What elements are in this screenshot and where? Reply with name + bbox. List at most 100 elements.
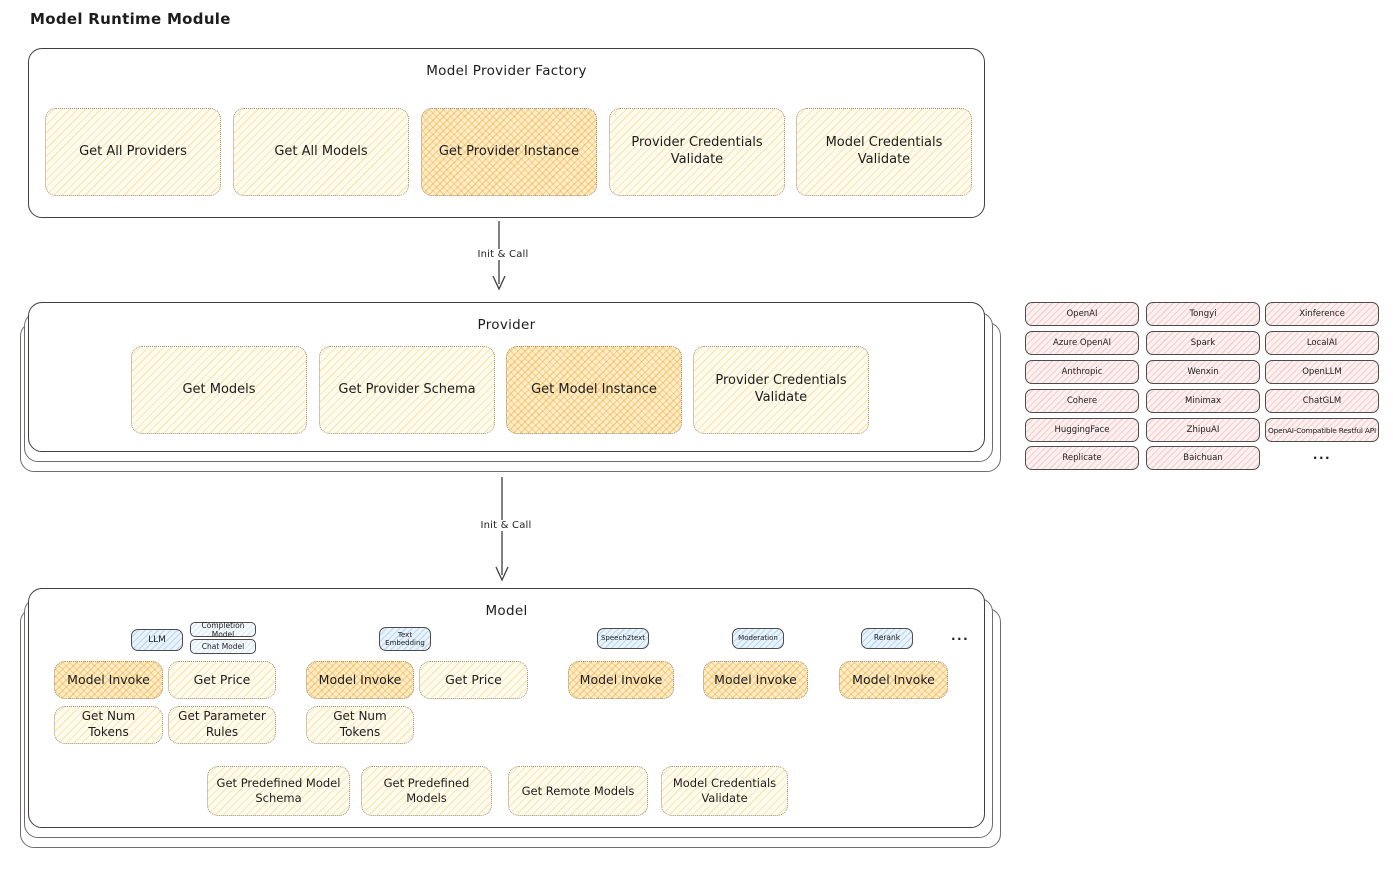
get-provider-instance-box: Get Provider Instance bbox=[421, 108, 597, 196]
model-provider-factory-title: Model Provider Factory bbox=[426, 63, 587, 79]
get-all-providers-box: Get All Providers bbox=[45, 108, 221, 196]
llm-get-parameter-rules-box: Get Parameter Rules bbox=[168, 706, 276, 744]
provider-chip-openllm: OpenLLM bbox=[1265, 360, 1379, 384]
get-provider-instance-label: Get Provider Instance bbox=[438, 143, 580, 159]
provider-chip-anthropic-label: Anthropic bbox=[1061, 367, 1103, 377]
provider-credentials-validate-box-2: Provider Credentials Validate bbox=[693, 346, 869, 434]
get-remote-models-box: Get Remote Models bbox=[508, 766, 648, 816]
provider-chip-localai-label: LocalAI bbox=[1306, 338, 1338, 348]
text-embedding-type-chip: Text Embedding bbox=[379, 627, 431, 651]
provider-chip-xinference: Xinference bbox=[1265, 302, 1379, 326]
get-all-models-label: Get All Models bbox=[274, 143, 368, 159]
llm-get-price-box: Get Price bbox=[168, 661, 276, 699]
get-models-label: Get Models bbox=[182, 381, 256, 397]
provider-chip-cohere-label: Cohere bbox=[1066, 396, 1098, 406]
rerank-model-invoke-label: Model Invoke bbox=[852, 671, 935, 687]
llm-model-invoke-label: Model Invoke bbox=[67, 671, 150, 687]
llm-type-chip: LLM bbox=[131, 629, 183, 651]
llm-get-parameter-rules-label: Get Parameter Rules bbox=[178, 709, 266, 739]
text-embedding-type-label: Text Embedding bbox=[385, 630, 425, 647]
provider-chip-spark-label: Spark bbox=[1190, 338, 1216, 348]
provider-chip-baichuan-label: Baichuan bbox=[1183, 453, 1223, 463]
get-remote-models-label: Get Remote Models bbox=[521, 783, 635, 798]
embedding-model-invoke-label: Model Invoke bbox=[318, 671, 402, 687]
provider-chip-azure-openai-label: Azure OpenAI bbox=[1053, 338, 1111, 348]
provider-chip-xinference-label: Xinference bbox=[1299, 309, 1345, 319]
model-provider-factory-box: Model Provider Factory Get All Providers… bbox=[28, 48, 985, 218]
llm-type-label: LLM bbox=[148, 634, 166, 645]
speech2text-model-invoke-label: Model Invoke bbox=[579, 671, 663, 687]
embedding-model-invoke-box: Model Invoke bbox=[306, 661, 414, 699]
provider-chip-spark: Spark bbox=[1146, 331, 1260, 355]
embedding-get-num-tokens-label: Get Num Tokens bbox=[333, 709, 387, 739]
llm-get-num-tokens-label: Get Num Tokens bbox=[81, 709, 136, 739]
provider-chip-wenxin-label: Wenxin bbox=[1187, 367, 1219, 377]
provider-chip-minimax-label: Minimax bbox=[1185, 396, 1221, 406]
init-call-label-2: Init & Call bbox=[462, 520, 550, 531]
model-credentials-validate-label-2: Model Credentials Validate bbox=[672, 776, 777, 805]
chat-model-chip: Chat Model bbox=[190, 639, 256, 654]
get-predefined-model-schema-label: Get Predefined Model Schema bbox=[216, 776, 341, 805]
moderation-model-invoke-box: Model Invoke bbox=[703, 661, 808, 699]
completion-model-label: Completion Model bbox=[201, 620, 245, 639]
embedding-get-num-tokens-box: Get Num Tokens bbox=[306, 706, 414, 744]
provider-credentials-validate-label: Provider Credentials Validate bbox=[631, 135, 763, 167]
provider-chip-azure-openai: Azure OpenAI bbox=[1025, 331, 1139, 355]
speech2text-type-label: Speech2text bbox=[600, 634, 646, 643]
provider-chip-replicate-label: Replicate bbox=[1062, 453, 1102, 463]
provider-chip-zhipuai: ZhipuAI bbox=[1146, 418, 1260, 442]
chat-model-label: Chat Model bbox=[201, 642, 245, 651]
get-provider-schema-label: Get Provider Schema bbox=[338, 381, 476, 397]
init-call-label-1: Init & Call bbox=[459, 249, 547, 260]
get-models-box: Get Models bbox=[131, 346, 307, 434]
llm-model-invoke-box: Model Invoke bbox=[54, 661, 163, 699]
embedding-get-price-label: Get Price bbox=[445, 671, 502, 687]
model-credentials-validate-box-2: Model Credentials Validate bbox=[661, 766, 788, 816]
provider-chip-baichuan: Baichuan bbox=[1146, 446, 1260, 470]
get-provider-schema-box: Get Provider Schema bbox=[319, 346, 495, 434]
get-all-providers-label: Get All Providers bbox=[79, 143, 187, 159]
provider-chip-tongyi: Tongyi bbox=[1146, 302, 1260, 326]
provider-chip-anthropic: Anthropic bbox=[1025, 360, 1139, 384]
page-title: Model Runtime Module bbox=[30, 10, 231, 28]
model-box: Model LLM Completion Model Chat Model Te… bbox=[28, 588, 985, 828]
provider-chip-openai-label: OpenAI bbox=[1066, 309, 1098, 319]
get-model-instance-box: Get Model Instance bbox=[506, 346, 682, 434]
embedding-get-price-box: Get Price bbox=[419, 661, 528, 699]
model-credentials-validate-label: Model Credentials Validate bbox=[825, 135, 943, 167]
provider-chip-openai-compatible: OpenAI-Compatible Restful API bbox=[1265, 418, 1379, 442]
provider-chip-minimax: Minimax bbox=[1146, 389, 1260, 413]
rerank-type-chip: Rerank bbox=[861, 628, 913, 649]
provider-chip-replicate: Replicate bbox=[1025, 446, 1139, 470]
provider-chip-openllm-label: OpenLLM bbox=[1302, 367, 1342, 377]
provider-examples-ellipsis: ... bbox=[1312, 448, 1332, 462]
provider-title: Provider bbox=[477, 317, 536, 333]
speech2text-type-chip: Speech2text bbox=[597, 628, 649, 649]
provider-chip-wenxin: Wenxin bbox=[1146, 360, 1260, 384]
moderation-model-invoke-label: Model Invoke bbox=[714, 671, 797, 687]
completion-model-chip: Completion Model bbox=[190, 620, 256, 639]
model-credentials-validate-box: Model Credentials Validate bbox=[796, 108, 972, 196]
get-model-instance-label: Get Model Instance bbox=[531, 381, 657, 397]
provider-chip-openai-compatible-label: OpenAI-Compatible Restful API bbox=[1267, 425, 1376, 435]
provider-chip-chatglm-label: ChatGLM bbox=[1302, 396, 1342, 406]
speech2text-model-invoke-box: Model Invoke bbox=[568, 661, 674, 699]
provider-chip-huggingface: HuggingFace bbox=[1025, 418, 1139, 442]
provider-chip-chatglm: ChatGLM bbox=[1265, 389, 1379, 413]
provider-credentials-validate-label-2: Provider Credentials Validate bbox=[715, 373, 847, 405]
provider-chip-tongyi-label: Tongyi bbox=[1189, 309, 1217, 319]
provider-chip-zhipuai-label: ZhipuAI bbox=[1186, 425, 1220, 435]
get-predefined-model-schema-box: Get Predefined Model Schema bbox=[207, 766, 350, 816]
model-types-ellipsis: ... bbox=[951, 629, 970, 643]
llm-get-num-tokens-box: Get Num Tokens bbox=[54, 706, 163, 744]
llm-get-price-label: Get Price bbox=[193, 671, 251, 687]
rerank-type-label: Rerank bbox=[873, 633, 901, 643]
provider-chip-huggingface-label: HuggingFace bbox=[1054, 425, 1110, 435]
moderation-type-chip: Moderation bbox=[732, 628, 784, 649]
rerank-model-invoke-box: Model Invoke bbox=[839, 661, 948, 699]
provider-credentials-validate-box: Provider Credentials Validate bbox=[609, 108, 785, 196]
moderation-type-label: Moderation bbox=[738, 634, 778, 643]
provider-chip-openai: OpenAI bbox=[1025, 302, 1139, 326]
get-all-models-box: Get All Models bbox=[233, 108, 409, 196]
